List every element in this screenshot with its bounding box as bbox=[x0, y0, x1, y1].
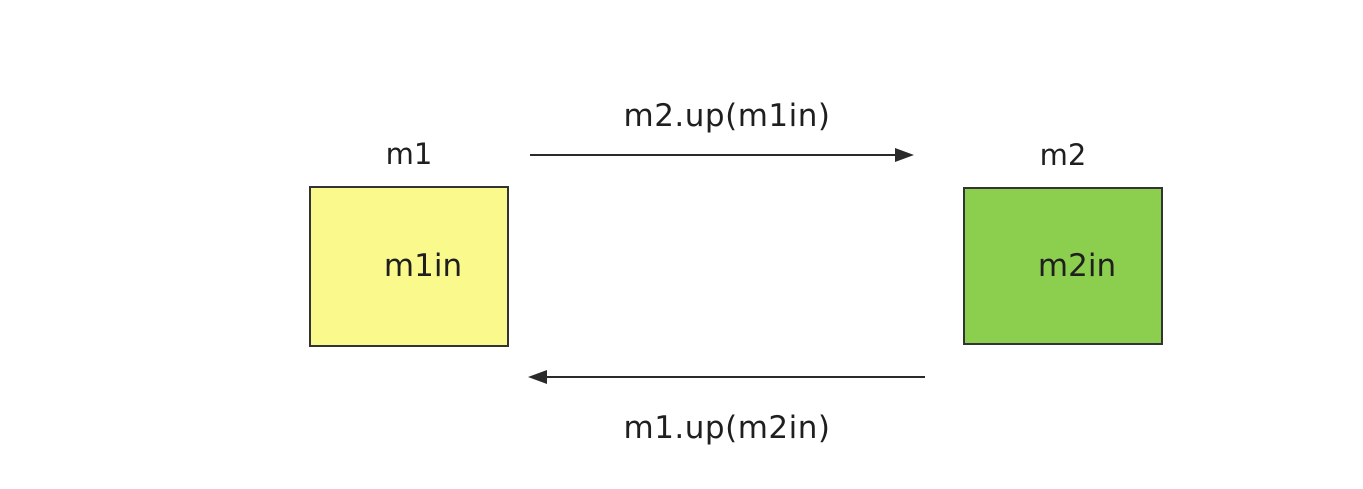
arrowhead-left-icon bbox=[528, 370, 547, 384]
node-m1-content: m1in bbox=[383, 248, 463, 284]
node-m2-box: m2in bbox=[963, 187, 1163, 345]
arrowhead-right-icon bbox=[895, 148, 914, 162]
node-m2-title: m2 bbox=[1039, 138, 1087, 172]
edge-bottom-line bbox=[547, 376, 925, 378]
node-m1-box: m1in bbox=[309, 186, 509, 347]
edge-top-line bbox=[530, 154, 896, 156]
node-m1-title: m1 bbox=[385, 137, 433, 171]
edge-top-label: m2.up(m1in) bbox=[623, 98, 831, 134]
edge-bottom-label: m1.up(m2in) bbox=[623, 410, 831, 446]
node-m2-content: m2in bbox=[1037, 247, 1117, 284]
